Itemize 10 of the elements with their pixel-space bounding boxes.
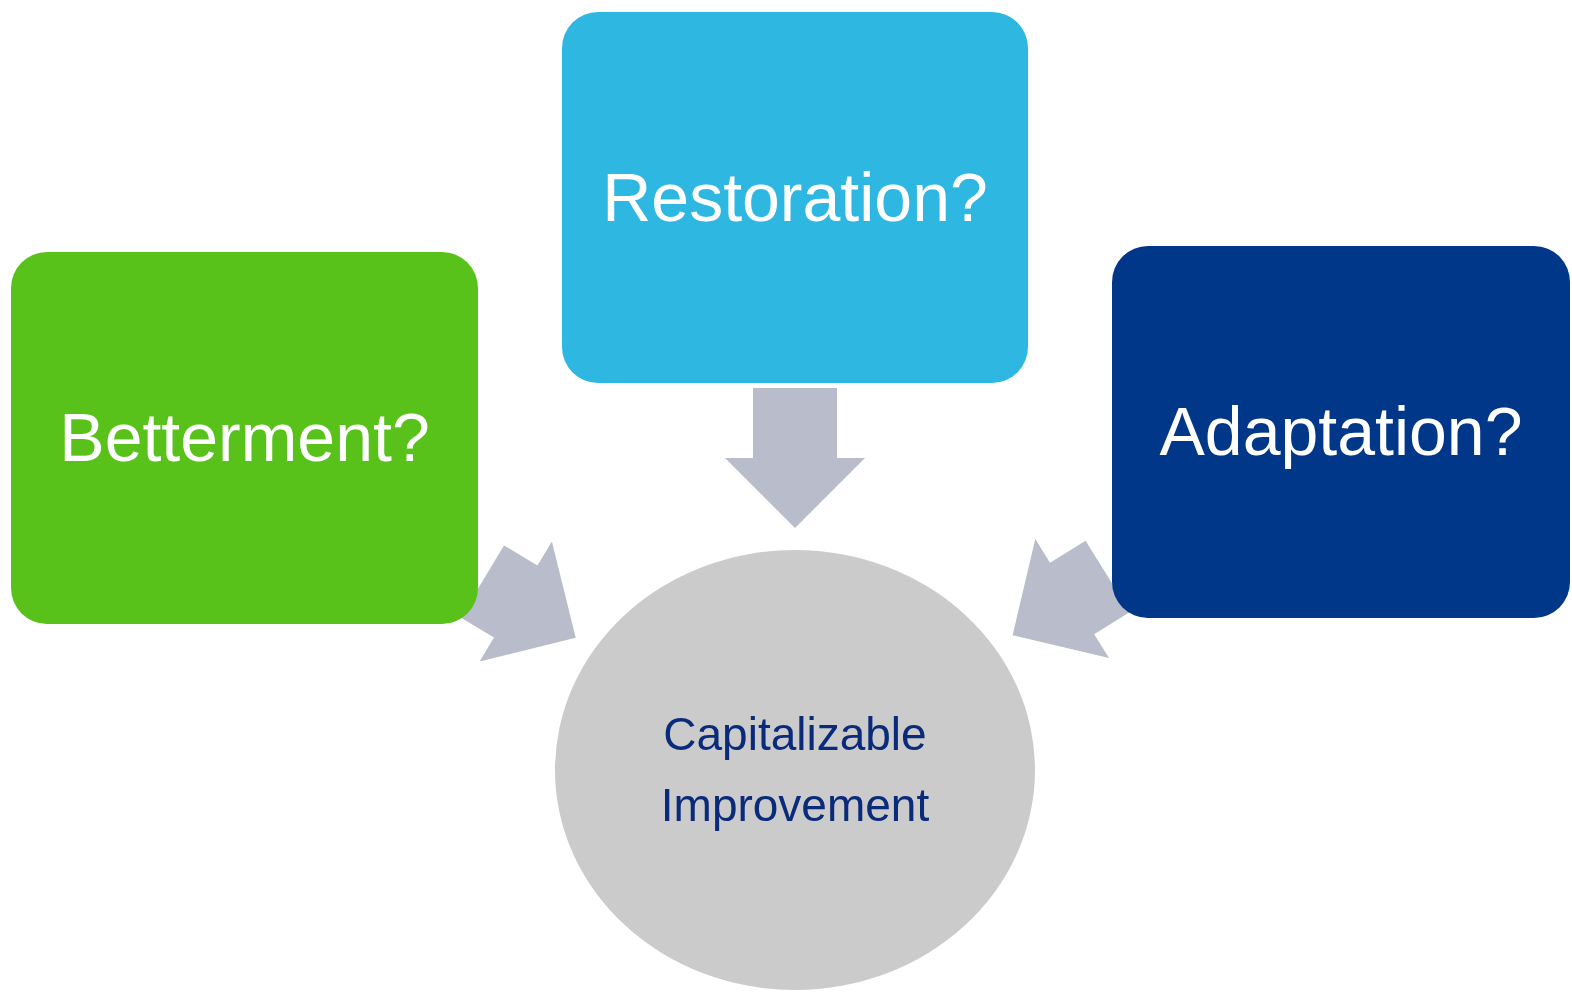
block-arrow bbox=[460, 541, 576, 662]
node-label: Adaptation? bbox=[1159, 392, 1523, 472]
process-box bbox=[562, 12, 1028, 383]
node-label: Capitalizable Improvement bbox=[659, 706, 931, 833]
process-box bbox=[1112, 246, 1570, 618]
node-label: Betterment? bbox=[59, 398, 430, 478]
block-arrow bbox=[725, 388, 865, 528]
process-box bbox=[11, 252, 478, 624]
block-arrow bbox=[1012, 538, 1130, 658]
node-label: Restoration? bbox=[602, 157, 988, 237]
